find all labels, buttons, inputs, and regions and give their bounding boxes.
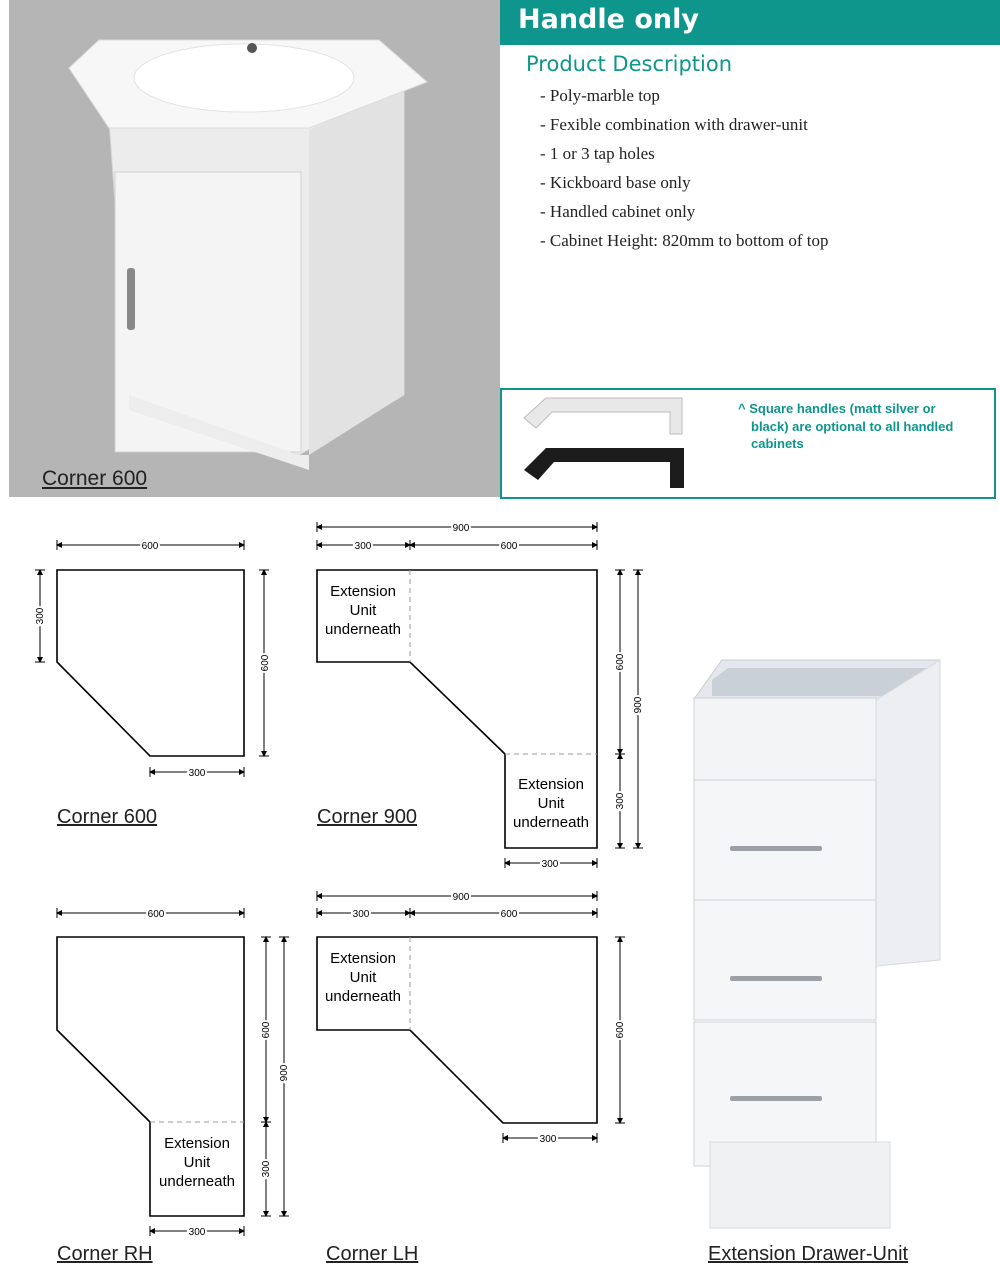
extension-label: Extension <box>330 583 396 600</box>
caption-drawer-unit: Extension Drawer-Unit <box>708 1243 909 1265</box>
dim-label: 300 <box>353 909 370 920</box>
caption-corner600: Corner 600 <box>57 806 158 828</box>
list-item: - Handled cabinet only <box>540 202 696 221</box>
cornerLH-outline <box>316 936 598 1124</box>
handles-note-line: ^ Square handles (matt silver or <box>738 401 936 416</box>
square-handles-illustration <box>523 397 684 488</box>
dim-label: 600 <box>501 541 518 552</box>
handles-box: ^ Square handles (matt silver or black) … <box>500 388 996 499</box>
title-bar: Handle only <box>500 0 1000 45</box>
handles-note-line: cabinets <box>751 436 804 451</box>
drawer-unit-illustration <box>693 659 941 1229</box>
dim-label: 900 <box>453 523 470 534</box>
dim-label: 300 <box>189 1227 206 1238</box>
list-item: - Cabinet Height: 820mm to bottom of top <box>540 231 829 250</box>
dim-label: 600 <box>615 1021 626 1038</box>
handles-note: ^ Square handles (matt silver or black) … <box>738 400 988 453</box>
dim-label: 900 <box>279 1064 290 1081</box>
dim-label: 900 <box>633 696 644 713</box>
dim-label: 300 <box>540 1134 557 1145</box>
extension-label: Unit <box>184 1154 212 1171</box>
extension-label: Unit <box>350 602 378 619</box>
dim-label: 300 <box>615 792 626 809</box>
page-title: Handle only <box>518 4 699 35</box>
dim-label: 600 <box>142 541 159 552</box>
description-heading: Product Description <box>526 52 733 76</box>
corner-vanity-illustration <box>68 39 428 470</box>
extension-label: Extension <box>518 776 584 793</box>
extension-label: underneath <box>513 814 589 831</box>
list-item: - Poly-marble top <box>540 86 660 105</box>
corner600-outline <box>56 569 245 757</box>
dim-label: 600 <box>501 909 518 920</box>
extension-label: underneath <box>325 621 401 638</box>
dim-label: 600 <box>148 909 165 920</box>
extension-label: underneath <box>159 1173 235 1190</box>
caption-cornerLH: Corner LH <box>326 1243 419 1265</box>
dim-label: 600 <box>615 653 626 670</box>
list-item: - Fexible combination with drawer-unit <box>540 115 808 134</box>
dim-label: 600 <box>261 1021 272 1038</box>
extension-label: Extension <box>330 950 396 967</box>
list-item: - 1 or 3 tap holes <box>540 144 655 163</box>
description-list: - Poly-marble top - Fexible combination … <box>540 85 829 259</box>
handles-note-line: black) are optional to all handled <box>751 418 954 434</box>
dim-label: 300 <box>261 1160 272 1177</box>
dim-label: 300 <box>355 541 372 552</box>
photo-caption: Corner 600 <box>42 467 148 490</box>
dim-label: 900 <box>453 892 470 903</box>
dim-label: 300 <box>542 859 559 870</box>
caption-cornerRH: Corner RH <box>57 1243 153 1265</box>
extension-label: Unit <box>538 795 566 812</box>
dim-label: 600 <box>260 654 271 671</box>
product-photo: Corner 600 <box>9 0 500 497</box>
extension-label: underneath <box>325 988 401 1005</box>
caption-corner900: Corner 900 <box>317 806 418 828</box>
dim-label: 300 <box>35 607 46 624</box>
extension-label: Unit <box>350 969 378 986</box>
cornerRH-outline <box>56 936 245 1217</box>
extension-label: Extension <box>164 1135 230 1152</box>
list-item: - Kickboard base only <box>540 173 691 192</box>
dim-label: 300 <box>189 768 206 779</box>
corner900-outline <box>316 569 598 849</box>
plan-diagrams: 600 300 600 300 900 300 600 600 300 900 … <box>33 521 941 1240</box>
